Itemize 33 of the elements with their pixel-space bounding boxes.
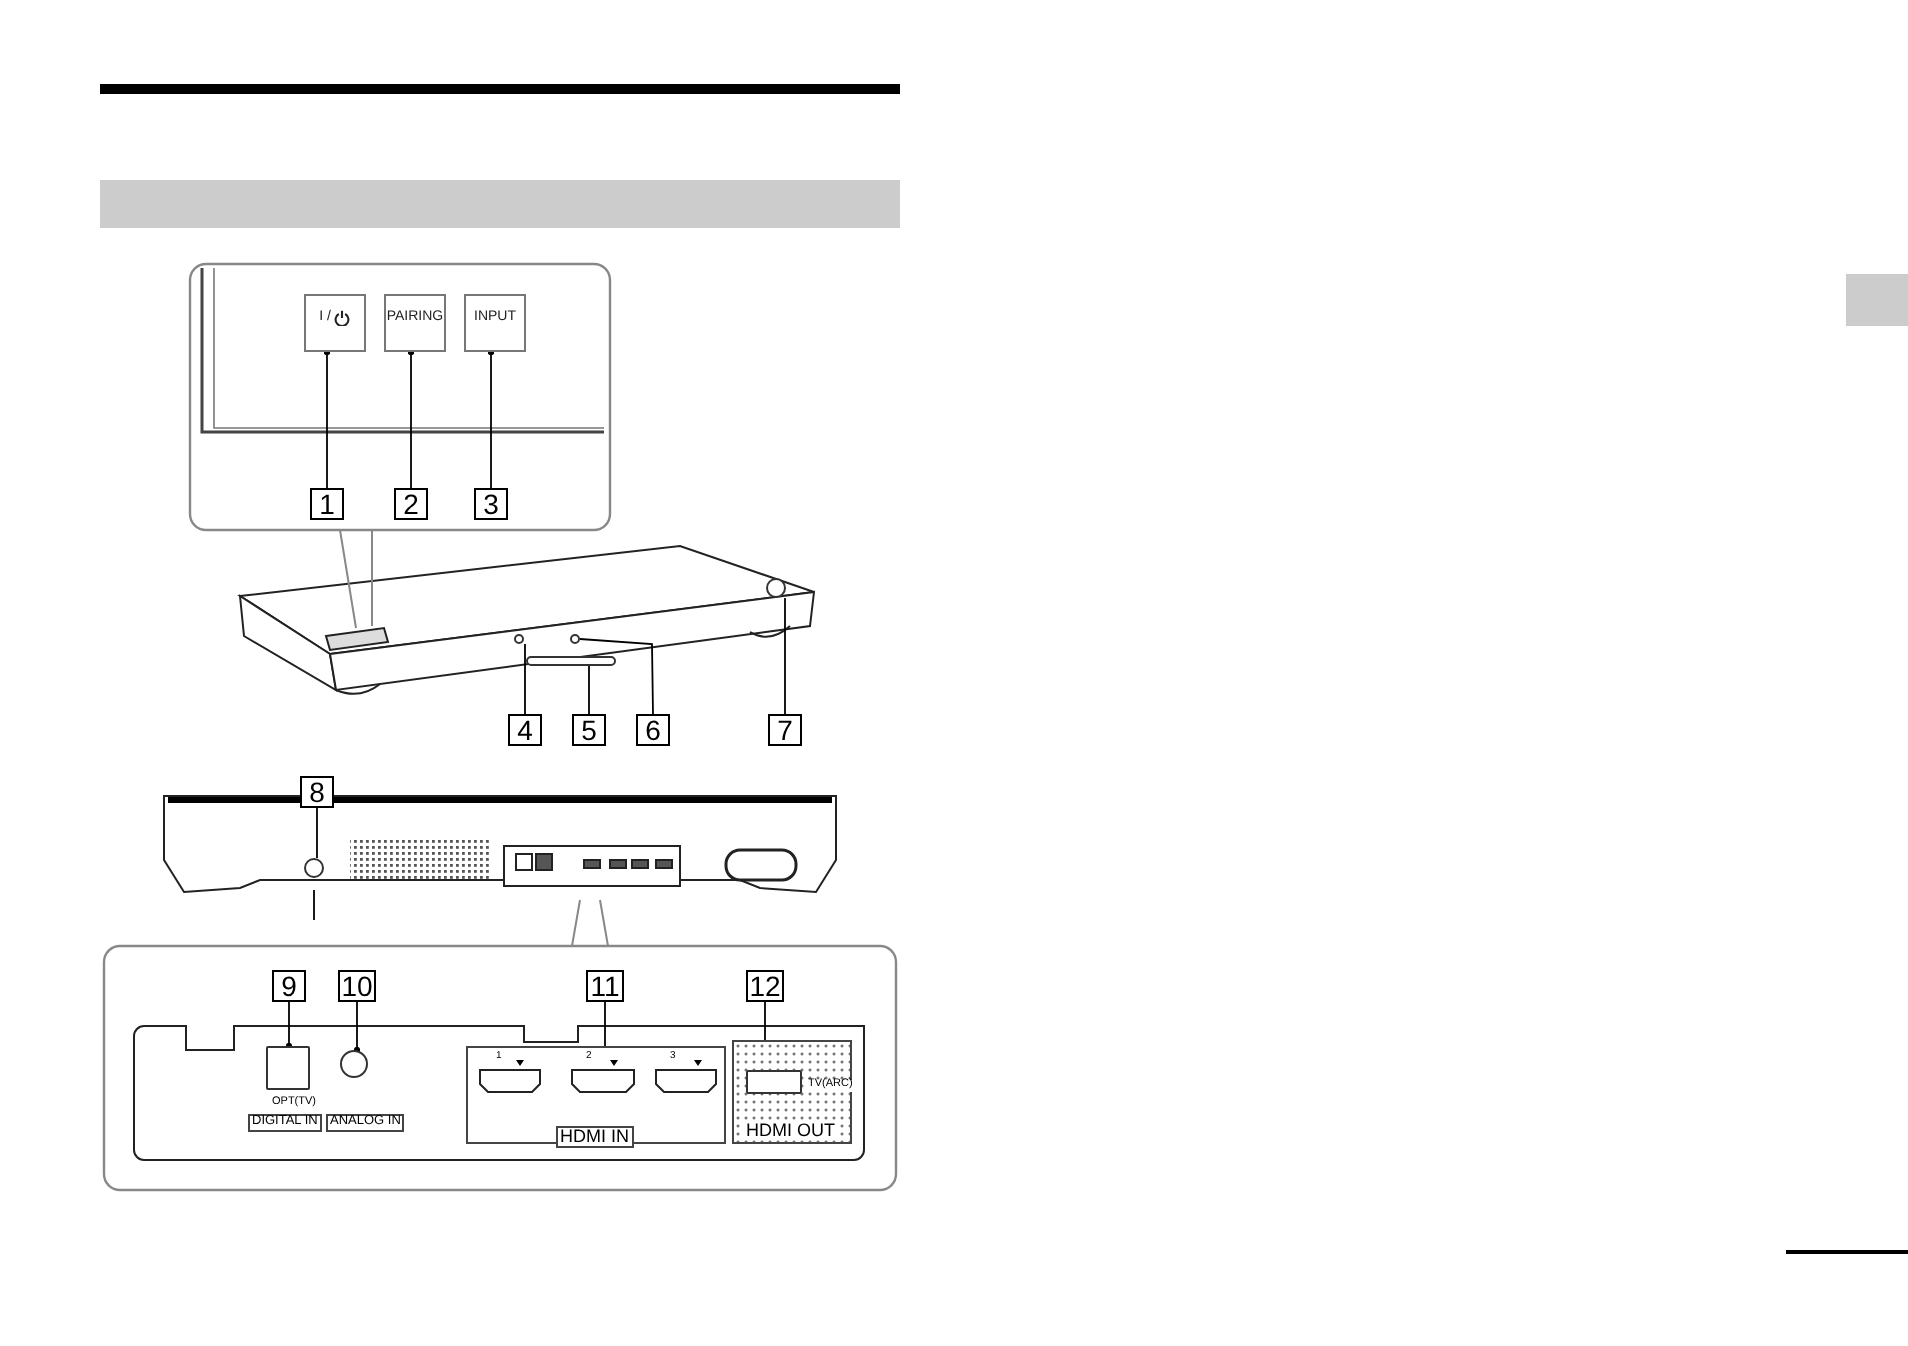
leader-line	[784, 597, 786, 715]
section-heading-bar	[100, 180, 900, 228]
port-socket	[266, 1046, 310, 1090]
callout-number: 9	[272, 970, 306, 1002]
round-part	[514, 634, 524, 644]
leader-line	[524, 643, 526, 715]
callout-number: 5	[572, 714, 606, 746]
callout-number: 6	[636, 714, 670, 746]
leader-line	[316, 807, 318, 859]
callout-number: 3	[474, 488, 508, 520]
port-label: HDMI OUT	[744, 1122, 837, 1140]
leader-line	[579, 638, 654, 715]
callout-number: 10	[338, 970, 376, 1002]
connector-panel	[732, 1040, 852, 1144]
leader-line	[588, 665, 590, 715]
callout-number: 7	[768, 714, 802, 746]
port-label: HDMI IN	[556, 1126, 633, 1148]
connector-panel	[466, 1046, 726, 1144]
round-part	[570, 634, 580, 644]
leader-line	[353, 1001, 361, 1054]
leader-line	[285, 1001, 293, 1050]
callout-number: 12	[746, 970, 784, 1002]
leader-line	[407, 348, 415, 489]
leader-line	[487, 348, 495, 489]
callout-number: 11	[586, 970, 624, 1002]
display-window	[526, 656, 616, 666]
callout-number: 2	[394, 488, 428, 520]
leader-line	[323, 348, 331, 489]
callout-number: 8	[300, 776, 334, 808]
callout-number: 1	[310, 488, 344, 520]
port-socket	[746, 1070, 802, 1094]
leader-line	[604, 1001, 606, 1047]
callout-number: 4	[508, 714, 542, 746]
